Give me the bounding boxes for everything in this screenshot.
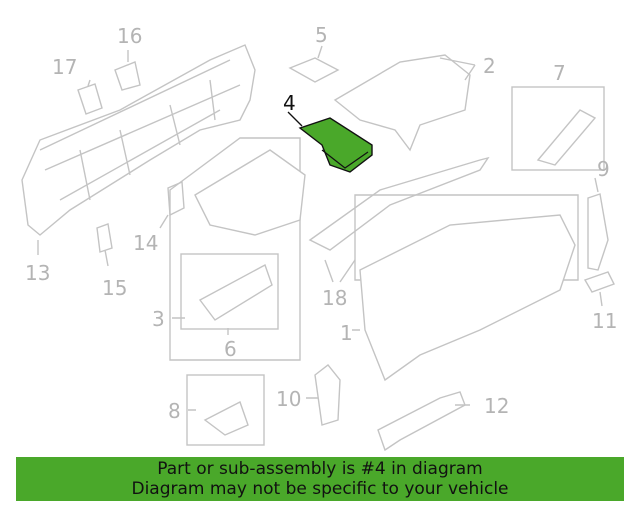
callout-1[interactable]: 1: [340, 321, 353, 345]
part-15-bracket[interactable]: [96, 223, 113, 253]
part-16-bracket[interactable]: [114, 61, 141, 91]
group-8-outline: [186, 374, 265, 446]
group-6-outline: [180, 253, 279, 330]
part-9-side-trim[interactable]: [587, 193, 609, 271]
callout-8[interactable]: 8: [168, 399, 181, 423]
part-8-bracket[interactable]: [203, 401, 249, 436]
part-17-bracket[interactable]: [77, 83, 103, 115]
callout-2[interactable]: 2: [483, 54, 496, 78]
part-13-crosscar-beam[interactable]: [21, 44, 256, 236]
callout-9[interactable]: 9: [597, 157, 610, 181]
group-7-outline: [511, 86, 605, 171]
callout-7[interactable]: 7: [553, 61, 566, 85]
part-3-cover[interactable]: [194, 149, 306, 236]
callout-17[interactable]: 17: [52, 55, 77, 79]
callout-10[interactable]: 10: [276, 387, 301, 411]
part-4-highlighted[interactable]: [287, 111, 373, 173]
callout-14[interactable]: 14: [133, 231, 158, 255]
part-2-upper-cover[interactable]: [333, 54, 471, 152]
callout-15[interactable]: 15: [102, 276, 127, 300]
group-3-outline: [169, 137, 301, 361]
callout-11[interactable]: 11: [592, 309, 617, 333]
banner-line-1: Part or sub-assembly is #4 in diagram: [157, 459, 483, 479]
callout-5[interactable]: 5: [315, 23, 328, 47]
info-banner: Part or sub-assembly is #4 in diagram Di…: [16, 457, 624, 501]
part-1-instrument-panel[interactable]: [308, 156, 579, 382]
callout-13[interactable]: 13: [25, 261, 50, 285]
callout-12[interactable]: 12: [484, 394, 509, 418]
part-11-pad[interactable]: [583, 271, 615, 293]
banner-line-2: Diagram may not be specific to your vehi…: [131, 479, 509, 499]
part-7-trim[interactable]: [536, 109, 597, 166]
callout-6[interactable]: 6: [224, 337, 237, 361]
part-5-lid[interactable]: [288, 57, 340, 83]
part-12-lower-trim[interactable]: [377, 391, 466, 452]
callout-16[interactable]: 16: [117, 24, 142, 48]
callout-18[interactable]: 18: [322, 286, 347, 310]
callout-3[interactable]: 3: [152, 307, 165, 331]
callout-4[interactable]: 4: [283, 91, 296, 115]
part-10-panel[interactable]: [314, 364, 341, 426]
part-6-bracket[interactable]: [198, 263, 273, 321]
